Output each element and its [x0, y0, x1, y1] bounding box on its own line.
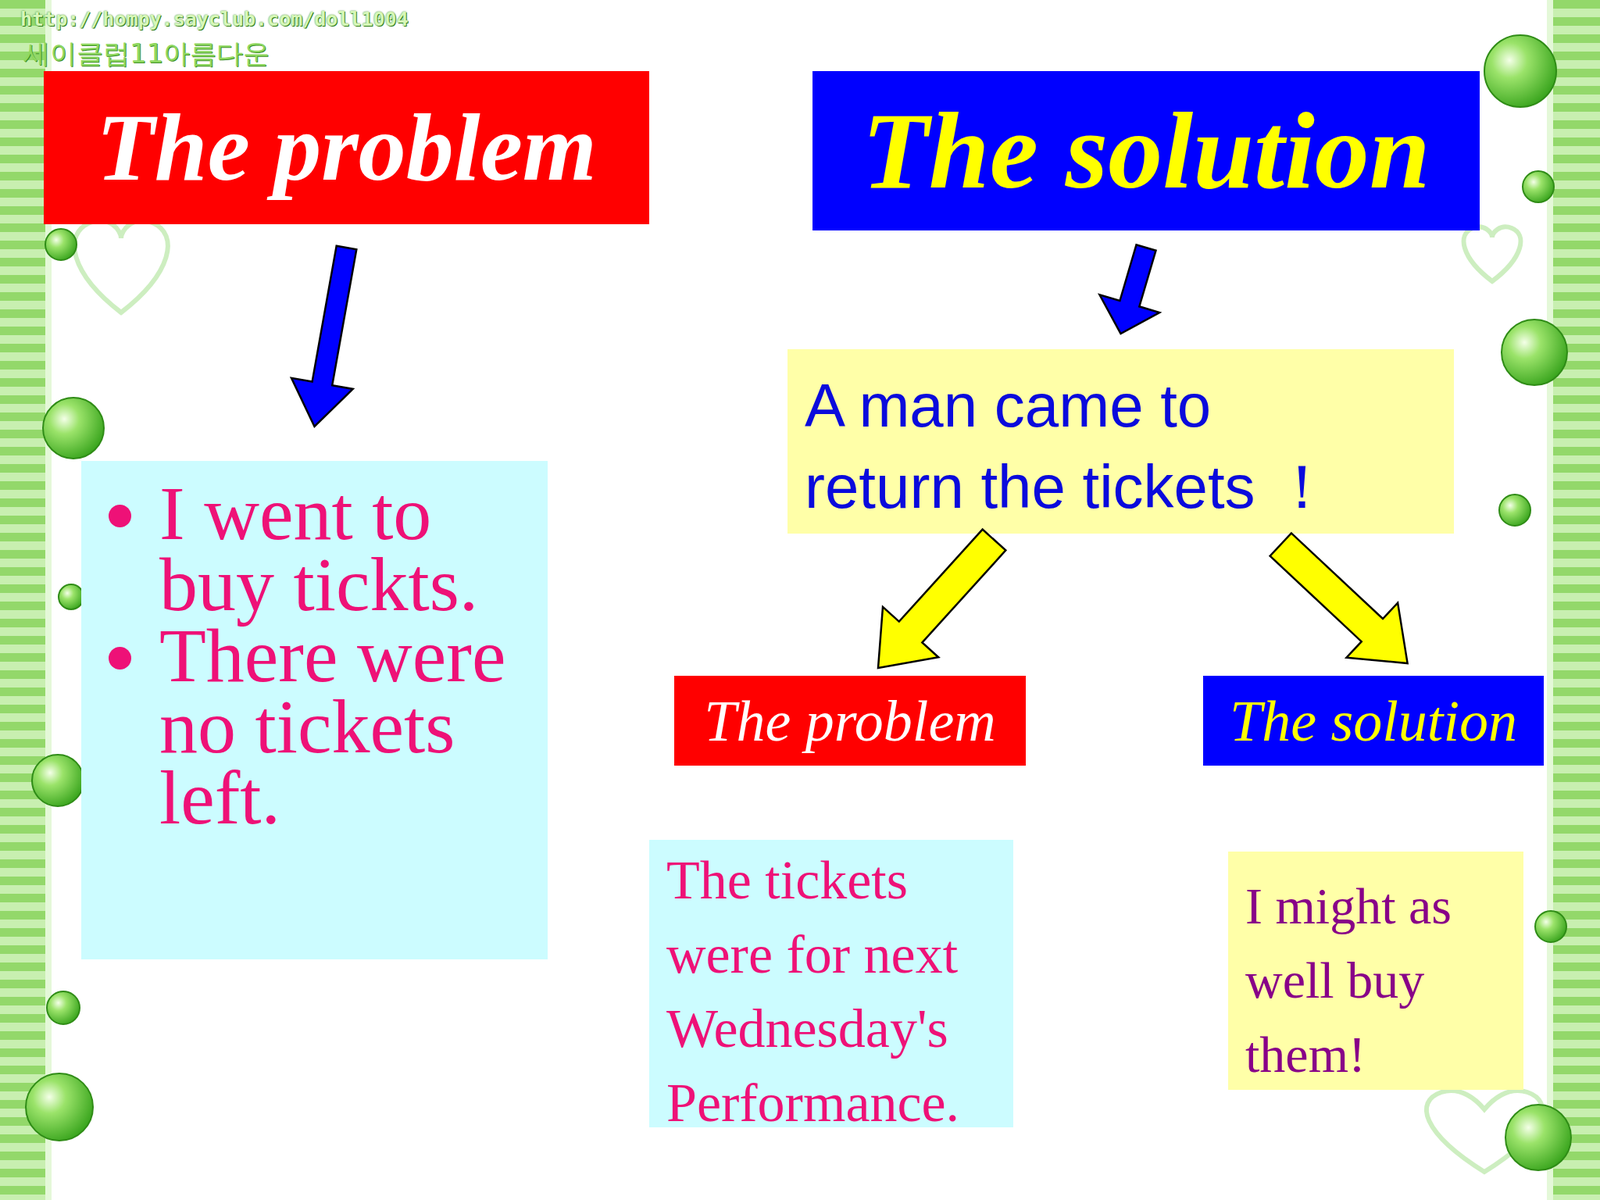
solution-event-box: A man came to return the tickets ！ [787, 349, 1454, 534]
left-stripe-band [0, 0, 46, 1200]
problem-header-box: The problem [43, 71, 650, 225]
bullet-list: I went to buy tickts.There were no ticke… [81, 478, 540, 834]
problem-detail-box: I went to buy tickts.There were no ticke… [81, 460, 548, 960]
box-text: The solution [861, 96, 1430, 206]
block-arrow [1270, 532, 1408, 664]
box-text: A man came to return the tickets ！ [804, 364, 1383, 528]
solution-header-box: The solution [812, 71, 1480, 231]
box-text: The tickets were for next Wednesday's Pe… [666, 842, 1003, 1140]
block-arrow [1100, 244, 1161, 334]
box-text: I might as well buy them! [1245, 868, 1513, 1092]
box-text: The solution [1229, 692, 1518, 750]
sub-problem-header: The problem [674, 675, 1026, 766]
block-arrow [878, 529, 1006, 668]
sub-solution-header: The solution [1203, 675, 1544, 766]
right-stripe-band [1553, 0, 1600, 1200]
heart-outlines [74, 220, 1543, 1172]
watermark-url: http://hompy.sayclub.com/doll1004 [20, 7, 409, 31]
green-bubbles [25, 35, 1572, 1171]
watermark-text: 세이클럽11아름다운 [23, 35, 270, 72]
sub-problem-box: The tickets were for next Wednesday's Pe… [649, 839, 1014, 1128]
box-text: The problem [703, 692, 996, 750]
sub-solution-box: I might as well buy them! [1228, 851, 1524, 1090]
bullet-text: I went to buy tickts. [159, 478, 540, 621]
block-arrow [291, 246, 357, 427]
bullet-text: There were no tickets left. [159, 620, 540, 834]
box-text: The problem [96, 100, 597, 196]
